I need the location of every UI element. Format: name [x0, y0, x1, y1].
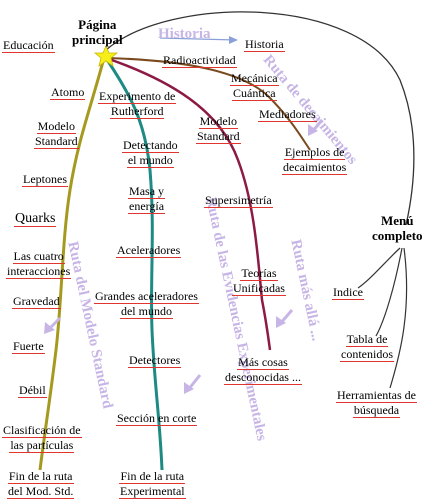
mass-energy-link[interactable]: Masa y energía — [128, 184, 166, 214]
table-of-contents-link[interactable]: Tabla de contenidos — [340, 332, 394, 362]
home-line1: Página — [78, 17, 117, 32]
accelerators-link[interactable]: Aceleradores — [116, 243, 182, 258]
exp-route-end-link[interactable]: Fin de la ruta Experimental — [119, 469, 186, 499]
beyond-route-line — [105, 56, 272, 351]
leptons-link[interactable]: Leptones — [22, 172, 68, 187]
menu-route-line — [105, 11, 415, 226]
strong-force-link[interactable]: Fuerte — [12, 339, 45, 354]
std-route-arrowhead — [44, 322, 55, 334]
rutherford-experiment-link[interactable]: Experimento de Rutherford — [98, 89, 177, 119]
decay-route-line — [105, 57, 311, 151]
unified-theories-link[interactable]: Teorías Unificadas — [232, 266, 286, 296]
more-unknown-link[interactable]: Más cosas desconocidas ... — [224, 355, 302, 385]
home-node[interactable]: Página principal — [72, 17, 123, 47]
weak-force-link[interactable]: Débil — [18, 383, 47, 398]
mediators-link[interactable]: Mediadores — [258, 107, 317, 122]
menu-line2: completo — [372, 228, 423, 243]
education-link[interactable]: Educación — [2, 38, 55, 53]
four-interactions-link[interactable]: Las cuatro interacciones — [6, 249, 72, 279]
atom-link[interactable]: Atomo — [50, 85, 86, 100]
star-icon — [93, 44, 119, 67]
menu-branch-index — [357, 247, 401, 289]
particle-classification-link[interactable]: Clasificación de las partículas — [2, 423, 82, 453]
detectors-link[interactable]: Detectores — [128, 353, 182, 368]
exp-route-arrowhead — [184, 382, 194, 394]
exp-route-line — [104, 57, 164, 471]
gravity-link[interactable]: Gravedad — [12, 294, 61, 309]
menu-line1: Menú — [381, 213, 414, 228]
beyond-route-arrowhead — [276, 316, 286, 328]
radioactivity-link[interactable]: Radioactividad — [162, 53, 237, 68]
index-link[interactable]: Indice — [332, 285, 364, 300]
history-link[interactable]: Historia — [244, 37, 285, 52]
decay-examples-link[interactable]: Ejemplos de decaimientos — [282, 145, 348, 175]
menu-branch-contents — [375, 247, 403, 337]
cross-section-link[interactable]: Sección en corte — [116, 411, 198, 426]
full-menu-node[interactable]: Menú completo — [372, 213, 423, 243]
std-route-end-link[interactable]: Fin de la ruta del Mod. Std. — [7, 469, 75, 499]
quarks-link[interactable]: Quarks — [14, 211, 57, 227]
history-arrowhead — [229, 36, 238, 44]
home-line2: principal — [72, 32, 123, 47]
detecting-world-link[interactable]: Detectando el mundo — [122, 138, 179, 168]
quantum-mechanics-link[interactable]: Mecánica Cuántica — [230, 71, 279, 101]
history-link-line — [159, 37, 237, 41]
std-route-line — [38, 57, 106, 471]
standard-model-link[interactable]: Modelo Standard — [34, 119, 79, 149]
beyond-standard-model-link[interactable]: Modelo Standard — [196, 114, 241, 144]
search-tools-link[interactable]: Herramientas de búsqueda — [336, 388, 417, 418]
menu-branch-search — [389, 247, 408, 389]
supersymmetry-link[interactable]: Supersimetría — [204, 193, 273, 208]
decay-route-arrowhead — [308, 124, 318, 136]
large-accelerators-link[interactable]: Grandes aceleradores del mundo — [94, 289, 199, 319]
